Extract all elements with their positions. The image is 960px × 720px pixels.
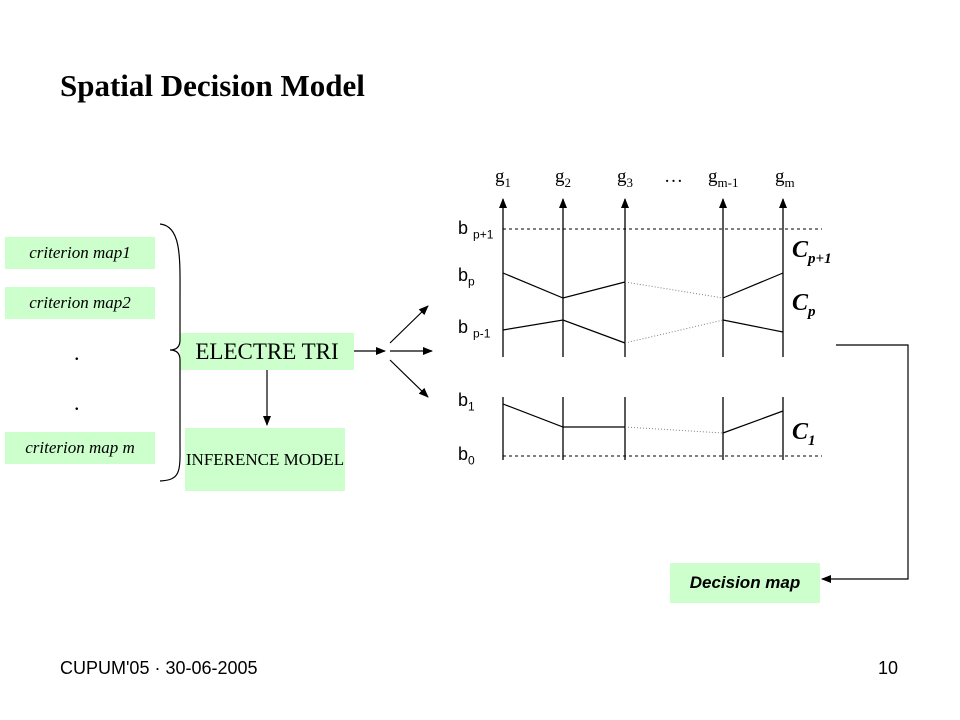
criterion-map-1-box: criterion map1 <box>5 237 155 269</box>
profile-label-b-p: bp <box>458 265 475 289</box>
profile-b-p-solid-right <box>722 272 784 299</box>
profile-label-b-0: b0 <box>458 444 475 468</box>
category-label-c-p-plus-1: Cp+1 <box>792 237 832 267</box>
footer-conference-date: CUPUM'05 · 30-06-2005 <box>60 658 258 678</box>
profile-b-1-solid-left <box>502 403 625 428</box>
criterion-label-ellipsis: … <box>664 166 683 187</box>
profile-b-p-minus-1-solid-left <box>502 319 626 344</box>
profile-b-p-dotted <box>624 281 724 299</box>
axis-gap <box>490 357 800 397</box>
profile-b-p-minus-1-solid-right <box>722 319 784 333</box>
criterion-label-g2: g2 <box>555 166 571 190</box>
decision-map-box: Decision map <box>670 563 820 603</box>
grouping-brace <box>159 223 181 482</box>
criterion-map-m-box: criterion map m <box>5 432 155 464</box>
criterion-label-gm-1: gm-1 <box>708 166 739 190</box>
inference-model-box: INFERENCE MODEL <box>185 428 345 491</box>
profile-label-b-1: b1 <box>458 390 475 414</box>
ellipsis-dot-2: . <box>74 390 80 415</box>
profile-b-1-dotted <box>624 426 724 434</box>
profile-b-1-solid-right <box>722 410 784 434</box>
profile-b-p-solid-left <box>502 272 626 299</box>
electre-tri-box: ELECTRE TRI <box>180 333 354 370</box>
fan-arrow-up <box>389 305 429 344</box>
fan-arrow-down <box>389 359 429 398</box>
criterion-map-2-box: criterion map2 <box>5 287 155 319</box>
profile-label-b-p-plus-1: b p+1 <box>458 218 494 242</box>
arrow-to-decision-map <box>821 344 909 583</box>
page-title: Spatial Decision Model <box>60 68 365 103</box>
criterion-label-g3: g3 <box>617 166 633 190</box>
criterion-label-g1: g1 <box>495 166 511 190</box>
ellipsis-dot-1: . <box>74 340 80 365</box>
profile-label-b-p-minus-1: b p-1 <box>458 317 491 341</box>
criterion-label-gm: gm <box>775 166 795 190</box>
page-number: 10 <box>878 658 899 678</box>
category-label-c-p: Cp <box>792 290 816 320</box>
category-label-c-1: C1 <box>792 419 816 449</box>
profile-b-p-minus-1-dotted <box>624 319 724 344</box>
